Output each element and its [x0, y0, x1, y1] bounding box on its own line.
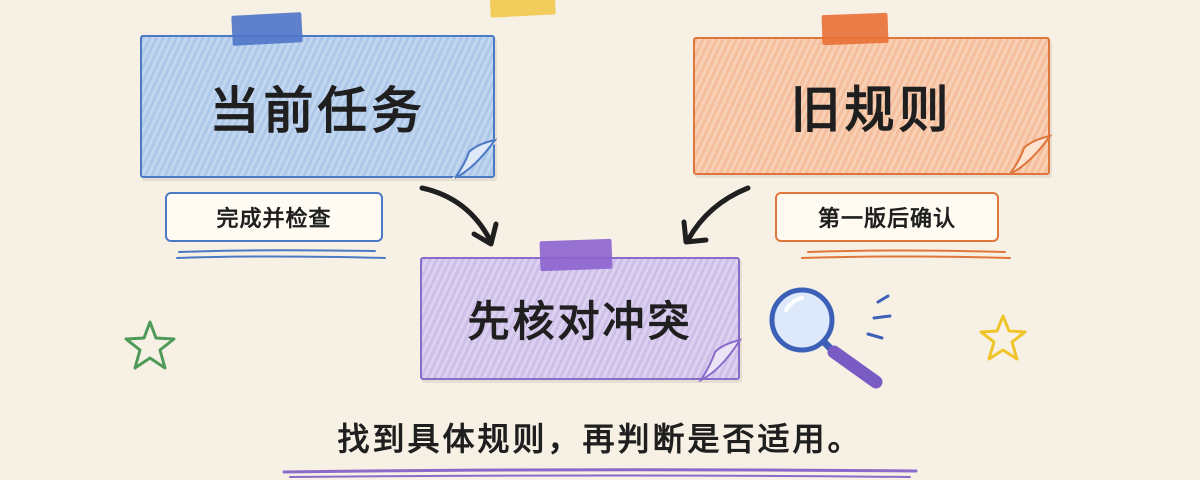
blue-tag-scribble [176, 249, 386, 259]
footer-text: 找到具体规则，再判断是否适用。 [337, 420, 863, 458]
orange-note-fold [1009, 134, 1053, 175]
old-rules-title: 旧规则 [790, 81, 953, 139]
blue-tape [231, 12, 303, 46]
blue-note-fold [451, 138, 498, 179]
orange-tape [821, 12, 889, 46]
current-task-tag: 完成并检查 [165, 192, 383, 242]
purple-tape [539, 238, 613, 272]
old-rules-tag: 第一版后确认 [775, 192, 999, 242]
arrow-icon [681, 185, 751, 245]
check-conflict-note: 先核对冲突 [420, 257, 740, 380]
orange-tag-scribble [801, 249, 1011, 259]
purple-note-fold [698, 338, 743, 383]
check-conflict-title: 先核对冲突 [467, 297, 693, 346]
current-task-note: 当前任务 [140, 35, 495, 178]
current-task-title: 当前任务 [209, 81, 426, 140]
footer-underline [282, 468, 918, 478]
star-icon [124, 320, 176, 370]
yellow-tape [489, 0, 556, 18]
arrow-icon [419, 185, 499, 247]
old-rules-note: 旧规则 [693, 37, 1050, 175]
star-icon [979, 314, 1027, 361]
magnifier-icon [769, 287, 892, 389]
